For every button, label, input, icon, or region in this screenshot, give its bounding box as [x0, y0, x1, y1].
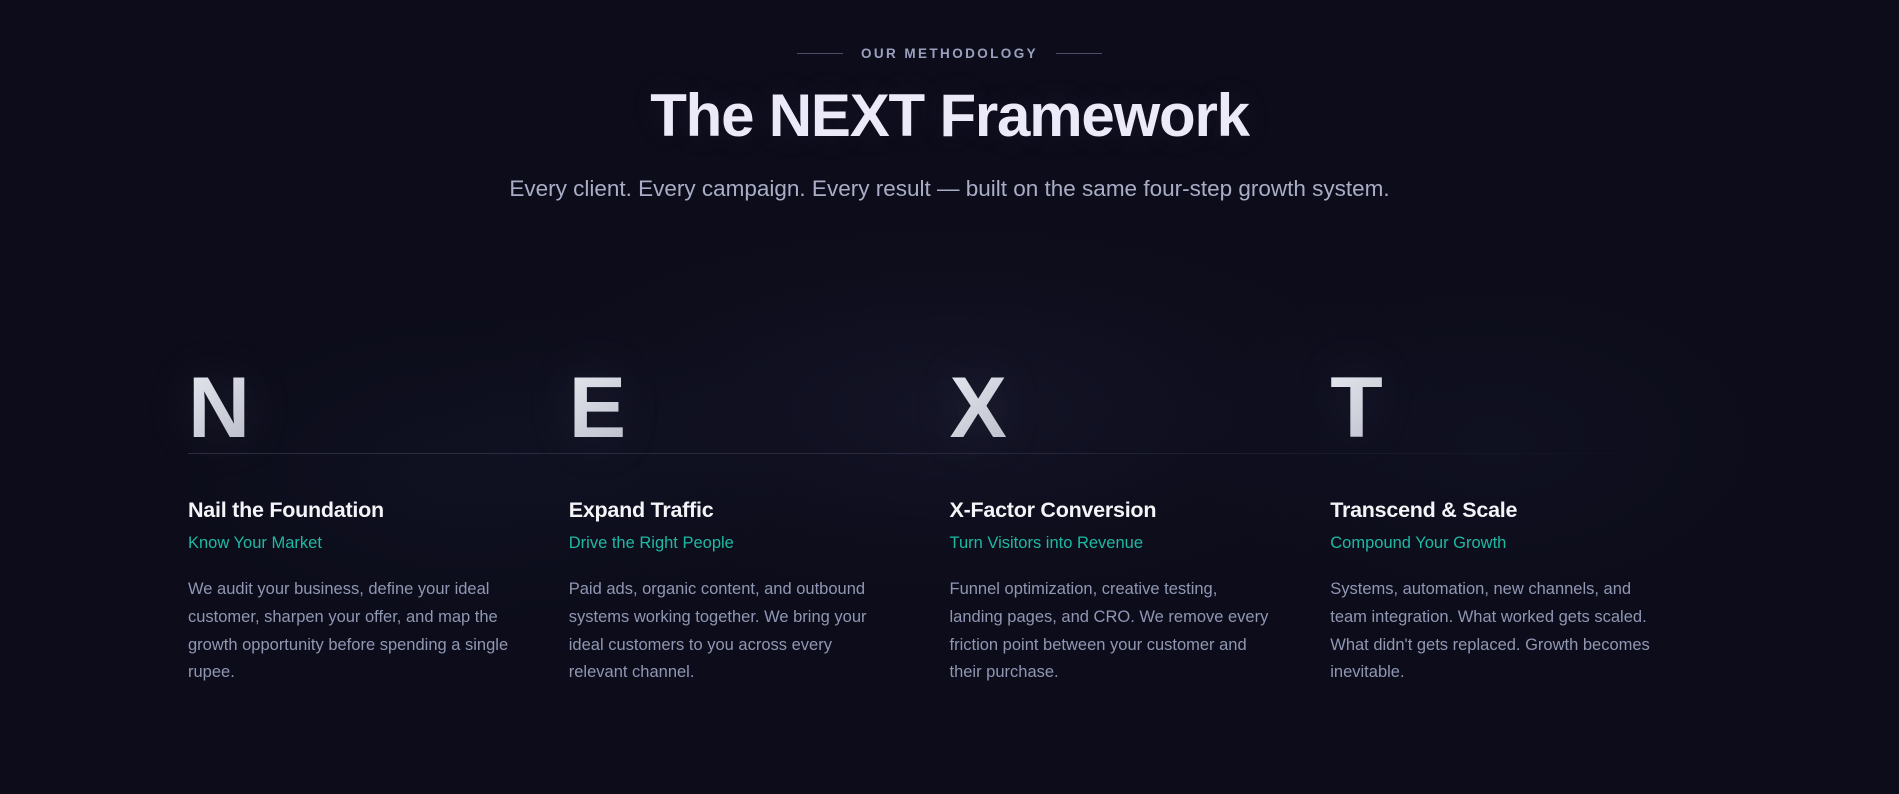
step-subtitle: Drive the Right People: [568, 533, 734, 552]
eyebrow-rule-left: [797, 52, 843, 54]
section-header: OUR METHODOLOGY The NEXT Framework Every…: [0, 0, 1899, 205]
step-letter-column-1: N: [188, 365, 569, 452]
eyebrow-label: OUR METHODOLOGY: [861, 45, 1038, 61]
step-card-3: X-Factor Conversion Turn Visitors into R…: [950, 498, 1331, 687]
step-title: Expand Traffic: [568, 498, 714, 522]
horizontal-divider: [188, 453, 1683, 454]
step-subtitle: Turn Visitors into Revenue: [949, 533, 1144, 552]
step-card-4: Transcend & Scale Compound Your Growth S…: [1330, 498, 1711, 687]
step-letter-x: X: [950, 365, 1271, 452]
step-letter-column-2: E: [569, 365, 950, 452]
page-title: The NEXT Framework: [650, 82, 1250, 149]
eyebrow: OUR METHODOLOGY: [0, 44, 1899, 62]
step-card-1: Nail the Foundation Know Your Market We …: [188, 498, 569, 687]
step-title: Transcend & Scale: [1330, 498, 1518, 522]
step-letter-column-4: T: [1330, 365, 1711, 452]
step-description: We audit your business, define your idea…: [188, 580, 509, 682]
step-letter-n: N: [188, 365, 509, 452]
step-description: Paid ads, organic content, and outbound …: [568, 580, 867, 682]
step-letter-column-3: X: [950, 365, 1331, 452]
eyebrow-rule-right: [1056, 52, 1102, 54]
next-steps-row: Nail the Foundation Know Your Market We …: [188, 498, 1711, 687]
step-letter-t: T: [1330, 365, 1651, 452]
step-description: Systems, automation, new channels, and t…: [1330, 580, 1650, 682]
next-letters-row: N E X T: [188, 365, 1711, 452]
step-title: X-Factor Conversion: [949, 498, 1157, 522]
step-letter-e: E: [569, 365, 890, 452]
page-subtitle: Every client. Every campaign. Every resu…: [509, 176, 1390, 201]
step-subtitle: Compound Your Growth: [1330, 533, 1507, 552]
step-title: Nail the Foundation: [188, 498, 384, 522]
step-description: Funnel optimization, creative testing, l…: [949, 580, 1269, 682]
step-card-2: Expand Traffic Drive the Right People Pa…: [569, 498, 950, 687]
step-subtitle: Know Your Market: [188, 533, 322, 552]
